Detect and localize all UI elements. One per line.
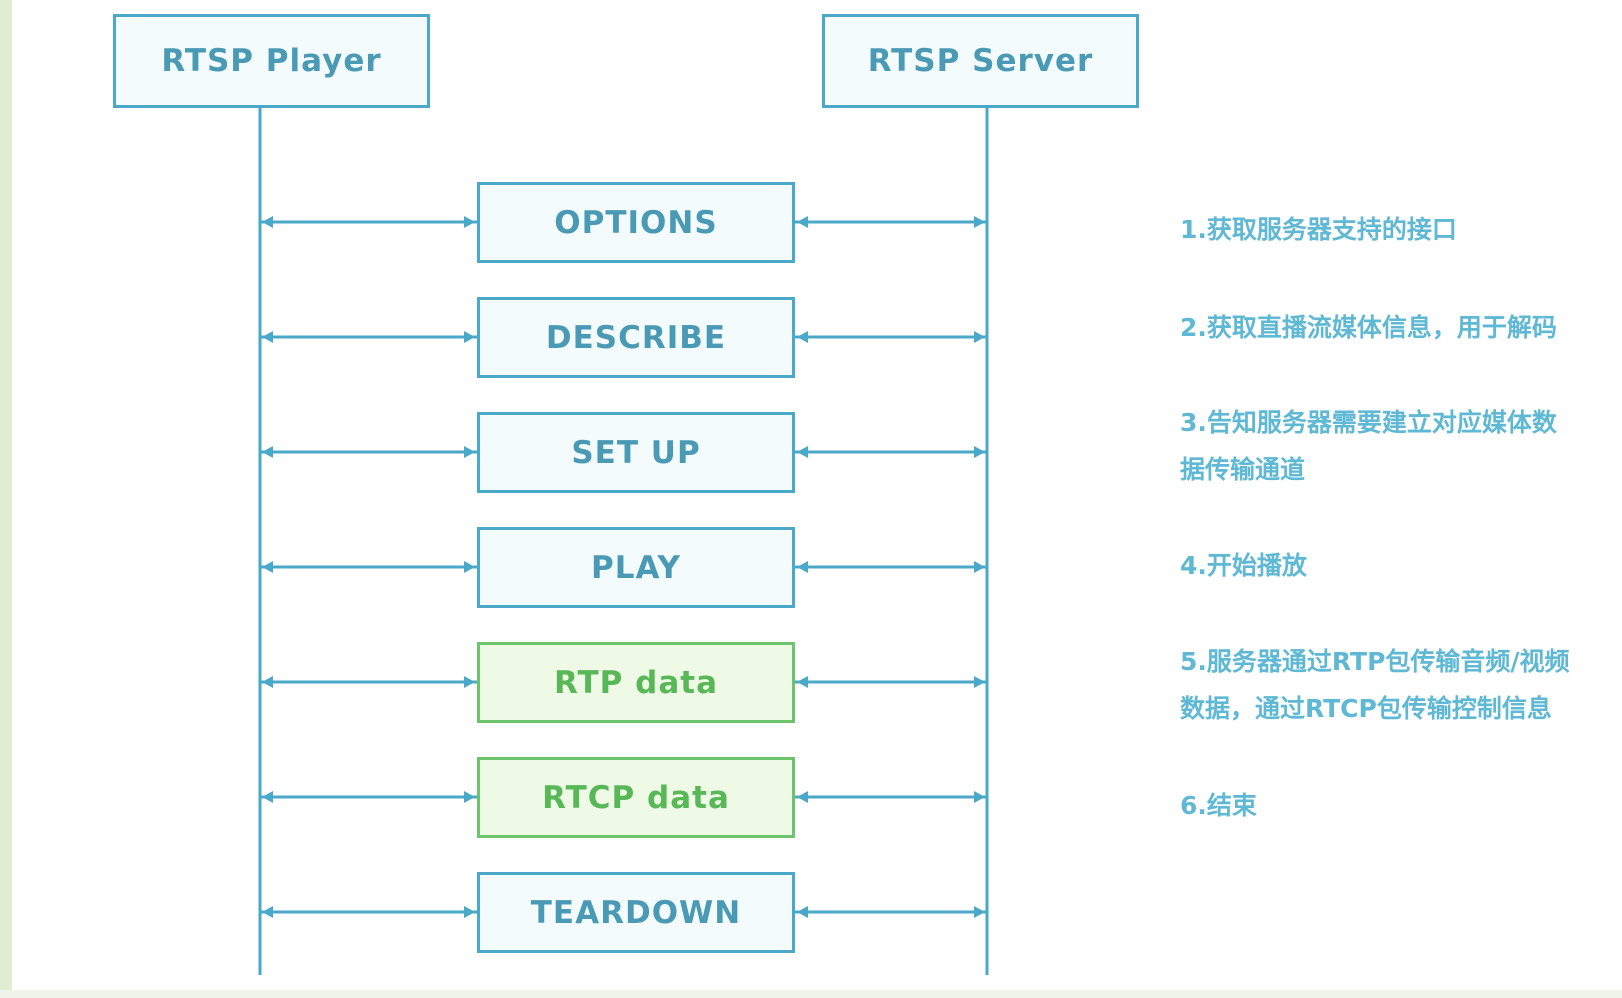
arrowhead-right (974, 791, 985, 803)
arrowhead-right (464, 676, 475, 688)
arrowhead-left (262, 791, 273, 803)
arrowhead-right (974, 446, 985, 458)
message-setup: SET UP (477, 412, 795, 493)
left-accent-rule (0, 0, 12, 998)
arrowhead-left (262, 216, 273, 228)
arrowhead-left (262, 446, 273, 458)
arrowhead-left (262, 561, 273, 573)
message-rtcp-data: RTCP data (477, 757, 795, 838)
arrowhead-right (974, 676, 985, 688)
arrowhead-right (464, 446, 475, 458)
arrowhead-left (262, 906, 273, 918)
arrowhead-right (974, 906, 985, 918)
arrowhead-right (464, 791, 475, 803)
arrowhead-right (974, 216, 985, 228)
arrowhead-left (797, 791, 808, 803)
arrowhead-right (464, 216, 475, 228)
arrowhead-left (797, 216, 808, 228)
message-play: PLAY (477, 527, 795, 608)
participant-rtsp-player: RTSP Player (113, 14, 430, 108)
note-4: 4.开始播放 (1180, 551, 1307, 580)
arrowhead-left (797, 676, 808, 688)
note-1: 1.获取服务器支持的接口 (1180, 215, 1457, 244)
arrowhead-right (974, 331, 985, 343)
note-2: 2.获取直播流媒体信息，用于解码 (1180, 313, 1557, 342)
participant-rtsp-server: RTSP Server (822, 14, 1139, 108)
message-teardown: TEARDOWN (477, 872, 795, 953)
arrowhead-left (797, 561, 808, 573)
arrowhead-left (797, 906, 808, 918)
arrowhead-left (797, 331, 808, 343)
arrowhead-left (262, 676, 273, 688)
note-3: 3.告知服务器需要建立对应媒体数 据传输通道 (1180, 408, 1557, 484)
arrowhead-right (464, 331, 475, 343)
note-6: 6.结束 (1180, 791, 1257, 820)
arrowhead-right (974, 561, 985, 573)
arrowhead-left (262, 331, 273, 343)
message-options: OPTIONS (477, 182, 795, 263)
arrowhead-left (797, 446, 808, 458)
arrowhead-right (464, 906, 475, 918)
note-5: 5.服务器通过RTP包传输音频/视频 数据，通过RTCP包传输控制信息 (1180, 647, 1570, 723)
message-connectors (260, 216, 987, 918)
message-rtp-data: RTP data (477, 642, 795, 723)
arrowhead-right (464, 561, 475, 573)
bottom-accent-rule (0, 990, 1622, 998)
message-describe: DESCRIBE (477, 297, 795, 378)
